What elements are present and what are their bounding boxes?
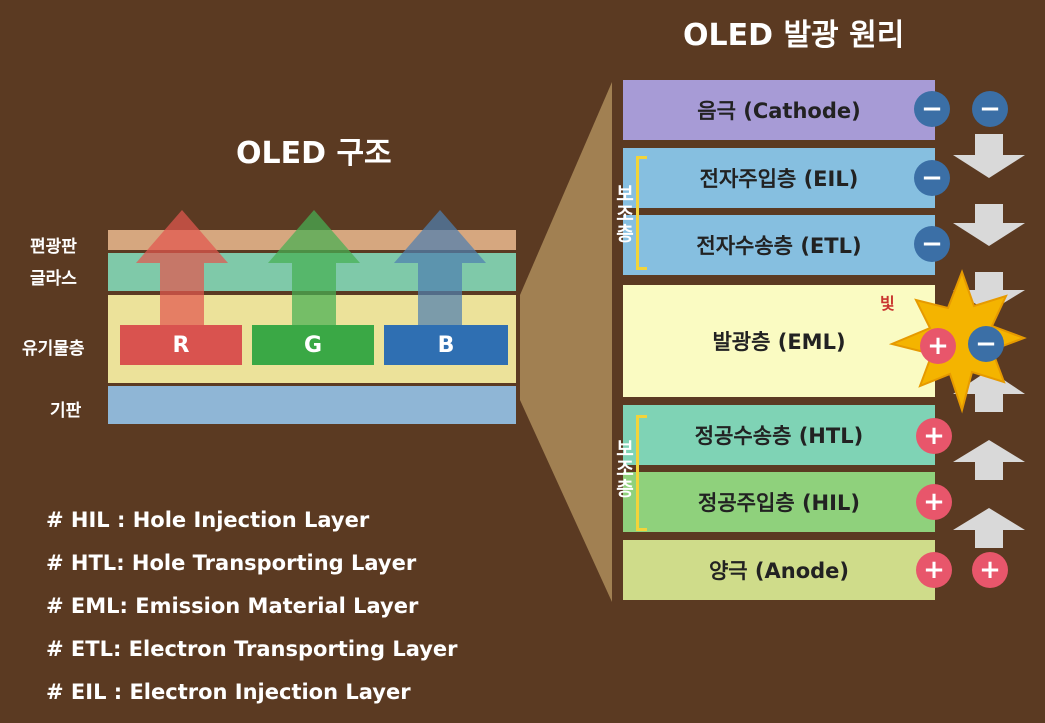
pixel-blue-label: B: [437, 332, 455, 358]
label-organic-layer: 유기물층: [22, 339, 85, 359]
layer-eml-label: 발광층 (EML): [712, 330, 846, 354]
layer-hil-label: 정공주입층 (HIL): [698, 491, 860, 515]
minus-charge-icon: −: [914, 91, 950, 127]
label-substrate: 기판: [50, 401, 82, 421]
layer-cathode-label: 음극 (Cathode): [697, 99, 861, 123]
glass-band: [108, 253, 516, 291]
minus-charge-icon: −: [968, 326, 1004, 362]
layer-htl: 정공수송층 (HTL): [623, 405, 935, 465]
plus-charge-icon: +: [916, 418, 952, 454]
legend-etl: # ETL: Electron Transporting Layer: [46, 637, 458, 661]
legend: # HIL : Hole Injection Layer # HTL: Hole…: [46, 508, 458, 723]
aux-layer-label-top: 보 조 층: [616, 183, 634, 245]
layer-cathode: 음극 (Cathode): [623, 80, 935, 140]
arrow-down-icon: [953, 272, 1025, 312]
pixel-red: R: [120, 325, 242, 365]
legend-eml: # EML: Emission Material Layer: [46, 594, 419, 618]
layer-etl-label: 전자수송층 (ETL): [696, 234, 862, 258]
arrow-down-icon: [953, 204, 1025, 246]
light-label: 빛: [880, 294, 895, 313]
aux-layer-label-bottom: 보 조 층: [616, 438, 634, 500]
plus-charge-icon: +: [916, 552, 952, 588]
layer-htl-label: 정공수송층 (HTL): [694, 424, 864, 448]
legend-htl: # HTL: Hole Transporting Layer: [46, 551, 417, 575]
arrow-up-icon: [953, 440, 1025, 480]
aux-bracket-bottom: [636, 415, 647, 531]
layer-hil: 정공주입층 (HIL): [623, 472, 935, 532]
label-polarizer: 편광판: [30, 237, 77, 257]
layer-etl: 전자수송층 (ETL): [623, 215, 935, 275]
plus-charge-icon: +: [916, 484, 952, 520]
legend-eil: # EIL : Electron Injection Layer: [46, 680, 411, 704]
pixel-green: G: [252, 325, 374, 365]
layer-eml: 발광층 (EML): [623, 285, 935, 397]
layer-eil-label: 전자주입층 (EIL): [699, 167, 859, 191]
layer-anode-label: 양극 (Anode): [708, 559, 850, 583]
principle-title: OLED 발광 원리: [683, 18, 905, 53]
plus-charge-icon: +: [920, 328, 956, 364]
pixel-red-label: R: [172, 332, 190, 358]
minus-charge-icon: −: [914, 160, 950, 196]
layer-eil: 전자주입층 (EIL): [623, 148, 935, 208]
arrow-up-icon: [953, 508, 1025, 548]
minus-charge-icon: −: [914, 226, 950, 262]
aux-bracket-top: [636, 156, 647, 270]
arrow-up-icon: [953, 370, 1025, 412]
legend-hil: # HIL : Hole Injection Layer: [46, 508, 370, 532]
layer-anode: 양극 (Anode): [623, 540, 935, 600]
polarizer-band: [108, 230, 516, 250]
arrow-down-icon: [953, 134, 1025, 178]
structure-title: OLED 구조: [236, 136, 392, 171]
substrate-band: [108, 386, 516, 424]
pixel-green-label: G: [303, 332, 323, 358]
plus-charge-icon: +: [972, 552, 1008, 588]
label-glass: 글라스: [30, 269, 77, 289]
pixel-blue: B: [384, 325, 508, 365]
minus-charge-icon: −: [972, 91, 1008, 127]
